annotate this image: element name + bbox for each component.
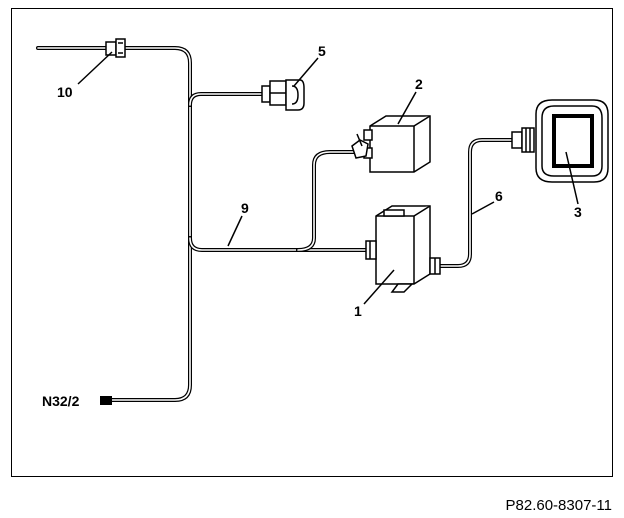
diagram-frame (11, 8, 613, 477)
label-3: 3 (574, 204, 582, 220)
harness-main (36, 46, 192, 402)
label-1: 1 (354, 303, 362, 319)
label-n32-2: N32/2 (42, 393, 80, 409)
connector-5 (261, 79, 305, 111)
connector-10 (105, 38, 126, 58)
label-6: 6 (495, 188, 503, 204)
branch-to-connector-5 (188, 92, 264, 107)
leader-lines (77, 51, 579, 305)
module-2 (351, 115, 431, 173)
reference-code: P82.60-8307-11 (505, 497, 612, 514)
display-3 (511, 99, 609, 183)
label-2: 2 (415, 76, 423, 92)
label-10: 10 (57, 84, 73, 100)
branch-9 (188, 150, 368, 252)
label-9: 9 (241, 200, 249, 216)
connector-n32-2 (100, 396, 112, 405)
control-unit-1 (365, 205, 441, 293)
cable-6 (438, 138, 514, 268)
label-5: 5 (318, 43, 326, 59)
